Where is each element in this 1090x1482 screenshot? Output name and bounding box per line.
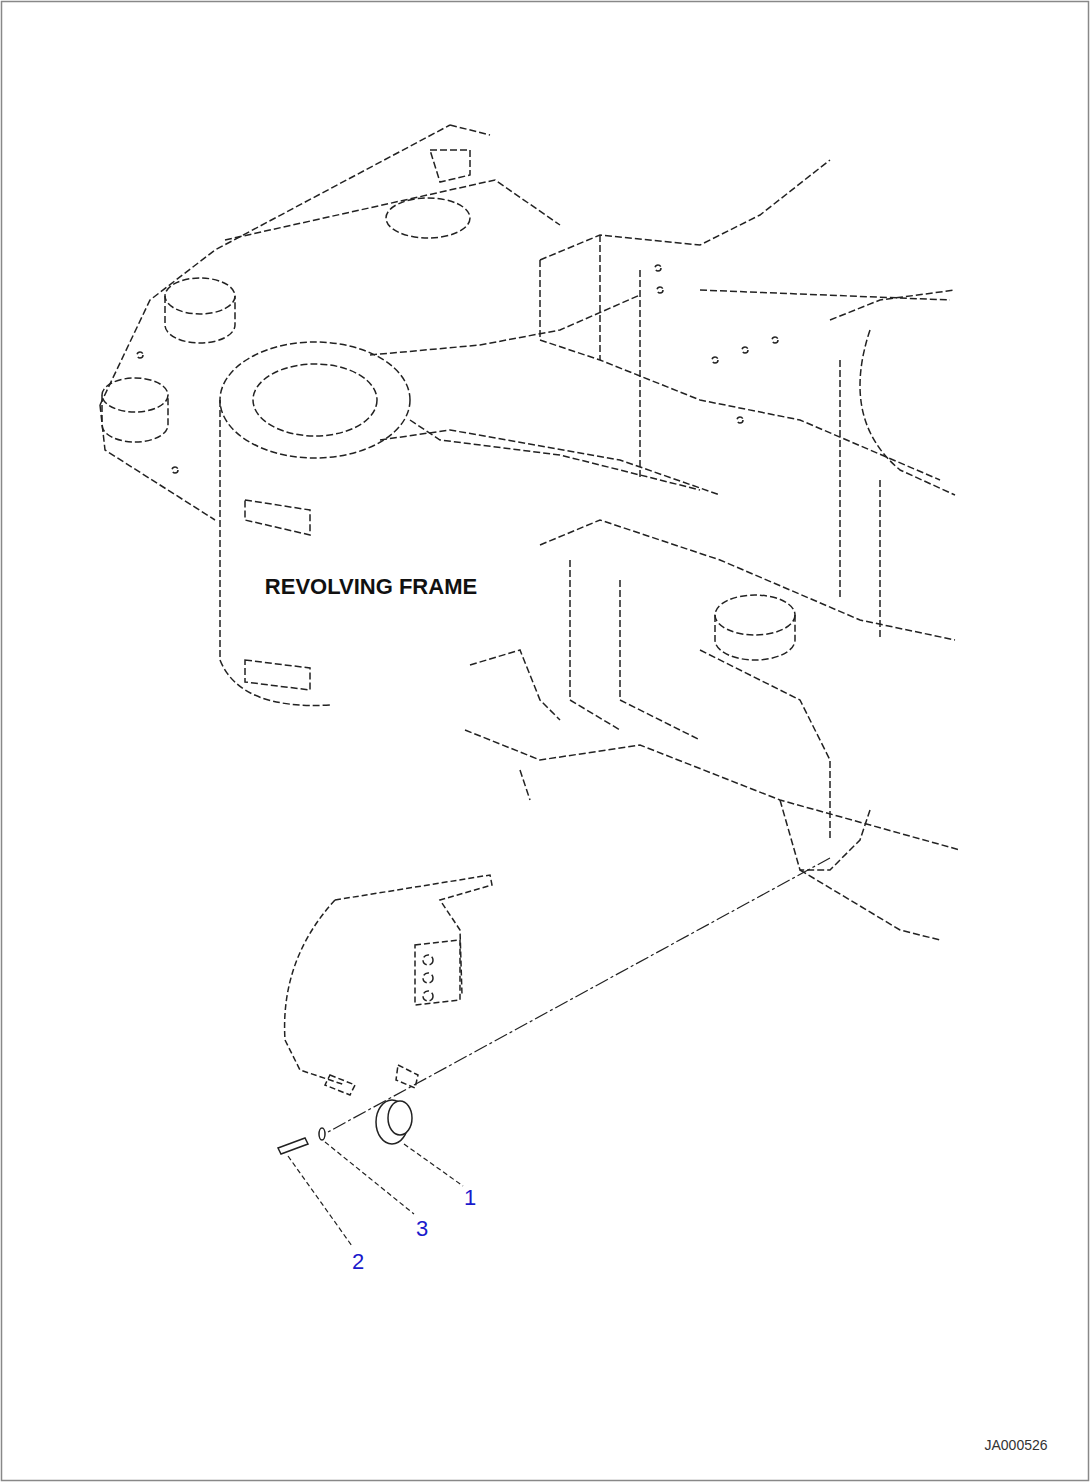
center-line xyxy=(328,858,830,1132)
washer-part xyxy=(319,1128,325,1140)
part-figures xyxy=(278,1100,412,1154)
part-label: REVOLVING FRAME xyxy=(262,574,480,600)
bracket-assembly xyxy=(285,875,492,1095)
drawing-number: JA000526 xyxy=(984,1438,1047,1453)
callout-number: 3 xyxy=(416,1217,428,1241)
callout-number: 2 xyxy=(352,1250,364,1274)
callout-number: 1 xyxy=(464,1186,476,1210)
bolt-part xyxy=(278,1138,308,1154)
grommet-part xyxy=(388,1101,412,1135)
leader-lines xyxy=(288,1142,463,1246)
frame-drawing xyxy=(100,125,960,940)
